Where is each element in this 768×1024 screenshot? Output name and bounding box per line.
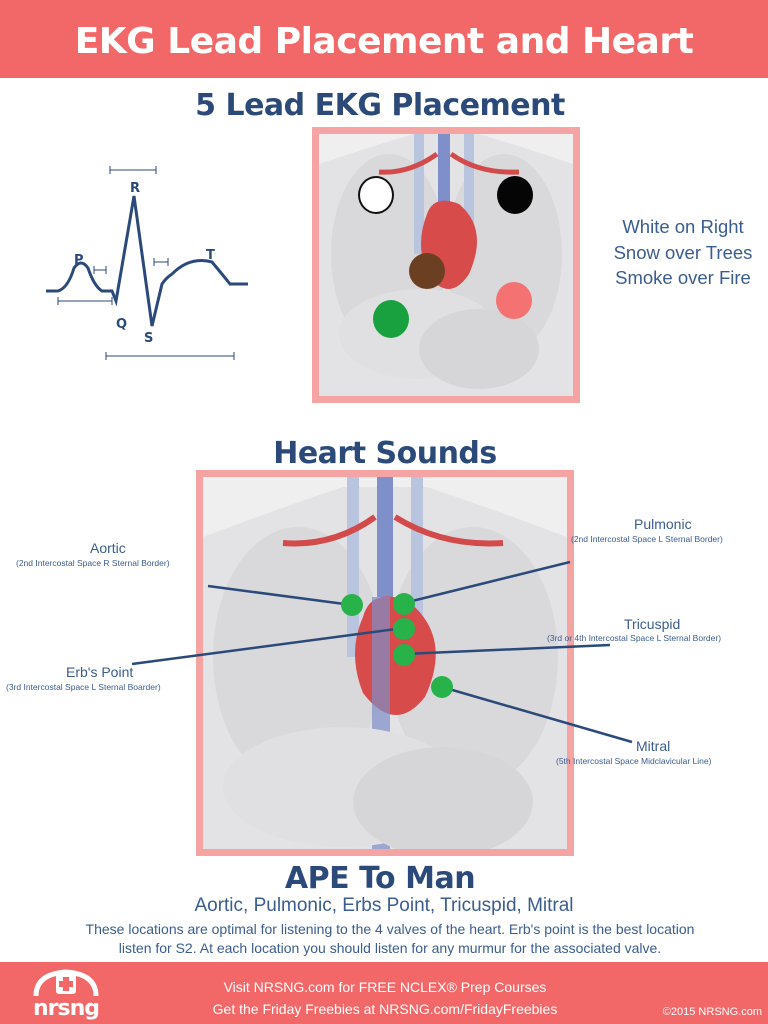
ekg-section-title: 5 Lead EKG Placement <box>195 88 565 123</box>
copyright: ©2015 NRSNG.com <box>662 1006 762 1018</box>
erbs-point-label: Erb's Point <box>66 664 134 680</box>
page-title: EKG Lead Placement and Heart Sounds <box>74 21 694 146</box>
waveform-label-t: T <box>206 248 215 263</box>
erbs-point-detail: (3rd Intercostal Space L Sternal Boarder… <box>6 682 161 692</box>
aortic-detail: (2nd Intercostal Space R Sternal Border) <box>16 558 170 568</box>
ape-description: These locations are optimal for listenin… <box>20 920 760 958</box>
electrode-red <box>496 282 532 319</box>
ape-title: APE To Man <box>284 861 476 896</box>
mitral-label: Mitral <box>636 738 671 754</box>
footer-line-1: Visit NRSNG.com for FREE NCLEX® Prep Cou… <box>223 979 547 995</box>
point-tricuspid <box>393 644 415 666</box>
nrsng-logo-icon <box>33 969 99 997</box>
top-banner: EKG Lead Placement and Heart Sounds <box>0 0 768 146</box>
electrode-black <box>497 176 533 214</box>
electrode-white <box>358 176 394 214</box>
logo-text: nrsng <box>32 996 100 1021</box>
mnemonic-line-2: Snow over Trees <box>613 242 753 263</box>
mitral-detail: (5th Intercostal Space Midclavicular Lin… <box>556 756 712 766</box>
aortic-label: Aortic <box>90 540 126 556</box>
footer-banner: Visit NRSNG.com for FREE NCLEX® Prep Cou… <box>0 962 768 1024</box>
ape-list: Aortic, Pulmonic, Erbs Point, Tricuspid,… <box>194 895 574 916</box>
point-aortic <box>341 594 363 616</box>
pulmonic-detail: (2nd Intercostal Space L Sternal Border) <box>571 534 723 544</box>
mnemonic-line-1: White on Right <box>622 216 744 237</box>
waveform-label-s: S <box>144 331 153 346</box>
heart-sounds-torso-frame <box>196 470 574 856</box>
point-mitral <box>431 676 453 698</box>
mnemonic-line-3: Smoke over Fire <box>615 267 751 288</box>
waveform-label-p: P <box>74 253 84 268</box>
electrode-green <box>373 300 409 338</box>
tricuspid-label: Tricuspid <box>624 616 681 632</box>
pulmonic-label: Pulmonic <box>634 516 692 532</box>
heart-sounds-title: Heart Sounds <box>273 436 497 471</box>
point-erbs <box>393 618 415 640</box>
ekg-waveform-diagram: R P T Q S <box>46 166 248 360</box>
ape-description-line-2: listen for S2. At each location you shou… <box>118 940 662 956</box>
tricuspid-detail: (3rd or 4th Intercostal Space L Sternal … <box>547 633 722 643</box>
waveform-label-q: Q <box>116 317 127 332</box>
ape-description-line-1: These locations are optimal for listenin… <box>85 921 695 937</box>
torso-illustration-large <box>203 477 567 849</box>
waveform-label-r: R <box>130 181 140 196</box>
point-pulmonic <box>393 593 415 615</box>
electrode-brown <box>409 253 445 289</box>
footer-line-2: Get the Friday Freebies at NRSNG.com/Fri… <box>212 1001 558 1017</box>
